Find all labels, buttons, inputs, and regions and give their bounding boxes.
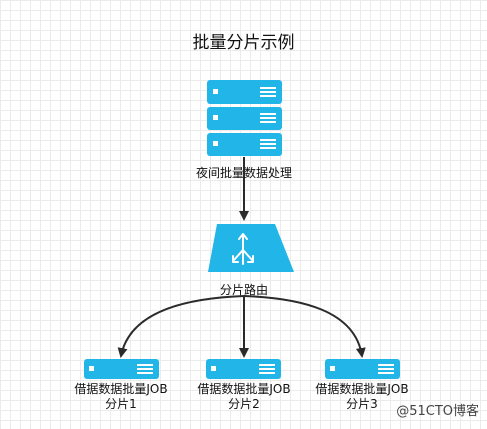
shard3-shard-label: 分片3 (346, 397, 378, 411)
router-to-shard3-arrow (243, 295, 366, 358)
shard1-label: 借据数据批量JOB 分片1 (56, 382, 186, 412)
router-icon (208, 224, 294, 272)
shard3-server-icon (325, 359, 400, 379)
shard2-server-icon (206, 359, 281, 379)
shard2-shard-label: 分片2 (228, 397, 260, 411)
shard1-shard-label: 分片1 (105, 397, 137, 411)
shard3-label: 借据数据批量JOB 分片3 (297, 382, 427, 412)
server-unit-2-icon (207, 107, 282, 130)
shard2-job-label: 借据数据批量JOB (197, 382, 291, 396)
source-label: 夜间批量数据处理 (195, 166, 292, 180)
router-to-shard1-arrow (117, 295, 245, 358)
shard3-job-label: 借据数据批量JOB (315, 382, 409, 396)
router-label: 分片路由 (219, 283, 268, 297)
server-unit-1-icon (207, 80, 282, 104)
shard1-server-icon (84, 359, 159, 379)
shard1-job-label: 借据数据批量JOB (74, 382, 168, 396)
server-unit-3-icon (207, 133, 282, 156)
source-server-stack-icon (207, 80, 282, 156)
watermark: @51CTO博客 (396, 404, 479, 419)
shard2-label: 借据数据批量JOB 分片2 (179, 382, 309, 412)
diagram-title: 批量分片示例 (192, 33, 295, 53)
